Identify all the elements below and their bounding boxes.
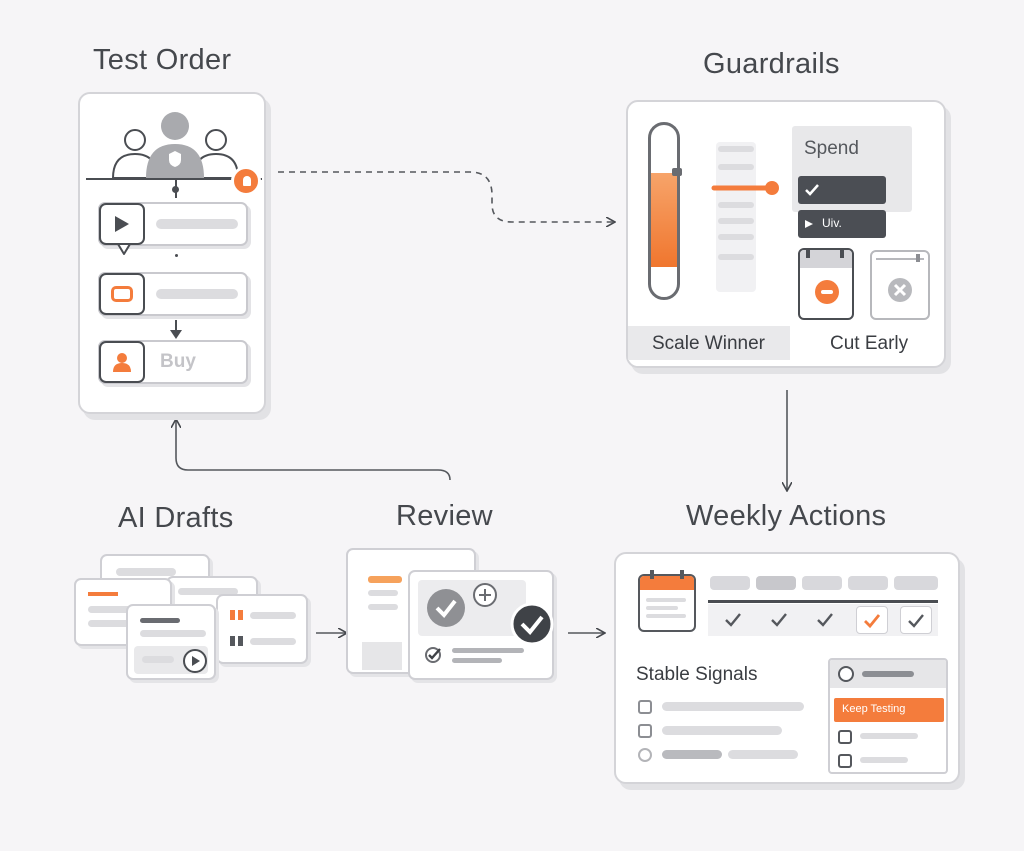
scale-winner-label: Scale Winner <box>652 333 765 354</box>
keep-testing-button[interactable]: Keep Testing <box>834 698 944 722</box>
uiv-row[interactable]: Uiv. <box>798 210 886 238</box>
spend-label: Spend <box>804 138 859 159</box>
play-icon <box>183 649 207 673</box>
budget-gauge <box>648 122 680 300</box>
arrow-test-to-guardrails <box>278 171 614 222</box>
day-check-2 <box>771 613 787 627</box>
ai-drafts-stack <box>70 550 320 690</box>
guardrails-card: Spend Uiv. Scale Winner Cut Early <box>626 100 946 368</box>
keep-testing-label: Keep Testing <box>842 703 906 715</box>
ai-drafts-title: AI Drafts <box>118 502 234 534</box>
buy-label: Buy <box>160 351 196 372</box>
signal-checkbox-1[interactable] <box>638 700 652 714</box>
stable-signals-label: Stable Signals <box>636 664 758 685</box>
day-check-3 <box>817 613 833 627</box>
test-order-title: Test Order <box>93 44 232 76</box>
signal-checkbox-3[interactable] <box>638 748 652 762</box>
cut-early-icon[interactable] <box>870 250 930 320</box>
approved-checkmark-icon <box>510 602 554 646</box>
test-order-card: Buy <box>78 92 266 414</box>
step-creative[interactable] <box>98 272 248 316</box>
creative-icon-box <box>99 273 145 315</box>
checkmark-icon <box>427 589 465 627</box>
action-checkbox-2[interactable] <box>838 754 852 768</box>
arrow-review-to-test <box>176 420 451 481</box>
signal-checkbox-2[interactable] <box>638 724 652 738</box>
guardrails-title: Guardrails <box>703 48 840 80</box>
shield-icon <box>169 151 181 167</box>
day-check-1 <box>725 613 741 627</box>
review-stack <box>344 546 564 686</box>
weekly-actions-card: Stable Signals Keep Testing <box>614 552 960 784</box>
alert-badge-icon <box>231 166 261 196</box>
step-buy[interactable]: Buy <box>98 340 248 384</box>
action-checkbox-1[interactable] <box>838 730 852 744</box>
spend-approved-row[interactable] <box>798 176 886 204</box>
action-panel: Keep Testing <box>828 658 948 774</box>
checkmark-icon <box>805 184 819 196</box>
play-icon <box>115 216 129 232</box>
close-icon <box>888 278 912 302</box>
review-title: Review <box>396 500 493 532</box>
play-icon-box <box>99 203 145 245</box>
day-check-5[interactable] <box>900 606 932 634</box>
weekly-actions-title: Weekly Actions <box>686 500 887 532</box>
review-card[interactable] <box>408 570 554 680</box>
creative-icon <box>111 286 133 302</box>
person-icon <box>113 353 131 372</box>
person-icon-box <box>99 341 145 383</box>
uiv-label: Uiv. <box>822 216 842 230</box>
users-icon <box>111 112 240 179</box>
plus-icon <box>473 583 497 607</box>
scale-winner-label-bg <box>628 326 790 360</box>
scale-winner-icon[interactable] <box>798 248 854 320</box>
draft-video-card[interactable] <box>126 604 216 680</box>
cut-early-label: Cut Early <box>830 333 909 354</box>
calendar-icon <box>638 574 696 632</box>
day-check-4[interactable] <box>856 606 888 634</box>
threshold-arrow <box>711 181 779 195</box>
step-video[interactable] <box>98 202 248 255</box>
